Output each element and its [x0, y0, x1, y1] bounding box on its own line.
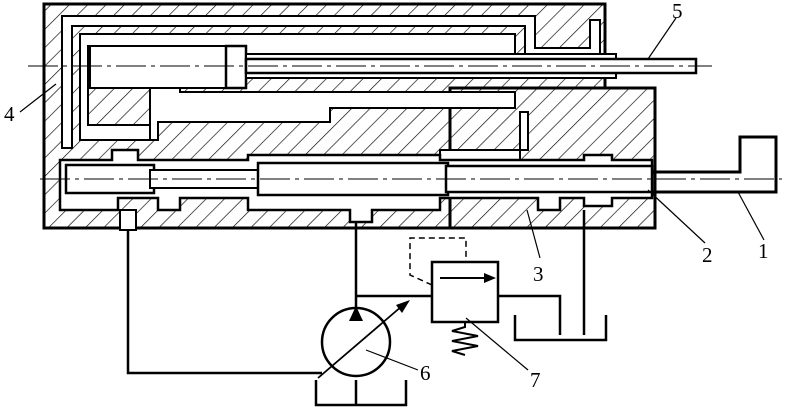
- relief-valve: [409, 237, 500, 356]
- hydraulic-lines: [126, 210, 586, 375]
- leader-6: [365, 349, 419, 371]
- label-1: 1: [758, 239, 769, 263]
- drain-port: [119, 209, 137, 231]
- pump-arrow-triangle: [349, 306, 363, 321]
- part-labels: 1 2 3 4 5 6 7: [4, 0, 769, 392]
- variable-pump: [317, 300, 410, 404]
- leader-lines: [19, 17, 765, 371]
- label-3: 3: [533, 262, 544, 286]
- leader-4: [19, 83, 57, 113]
- spool-valve: [64, 161, 654, 197]
- piston: [224, 44, 248, 90]
- spring-icon: [451, 322, 479, 356]
- label-2: 2: [702, 243, 713, 267]
- pump-tank: [314, 380, 408, 407]
- leader-2: [647, 189, 706, 244]
- cylinder-bore: [89, 45, 243, 89]
- label-6: 6: [420, 361, 431, 385]
- lower-chamber: [149, 87, 516, 141]
- leader-5: [647, 17, 677, 60]
- label-5: 5: [672, 0, 683, 23]
- pump-variable-arrow: [317, 305, 403, 379]
- drain-line: [126, 230, 322, 375]
- label-7: 7: [530, 368, 541, 392]
- pilot-line: [409, 237, 467, 286]
- tanks: [314, 315, 608, 407]
- leader-3: [526, 209, 541, 259]
- label-4: 4: [4, 102, 15, 126]
- feedback-channel-inner: [79, 33, 516, 141]
- leader-7: [465, 317, 529, 371]
- relief-valve-box: [430, 260, 500, 324]
- input-lever: [652, 135, 778, 194]
- right-tank: [513, 315, 608, 342]
- leader-1: [737, 191, 765, 241]
- relief-return-line: [498, 294, 562, 335]
